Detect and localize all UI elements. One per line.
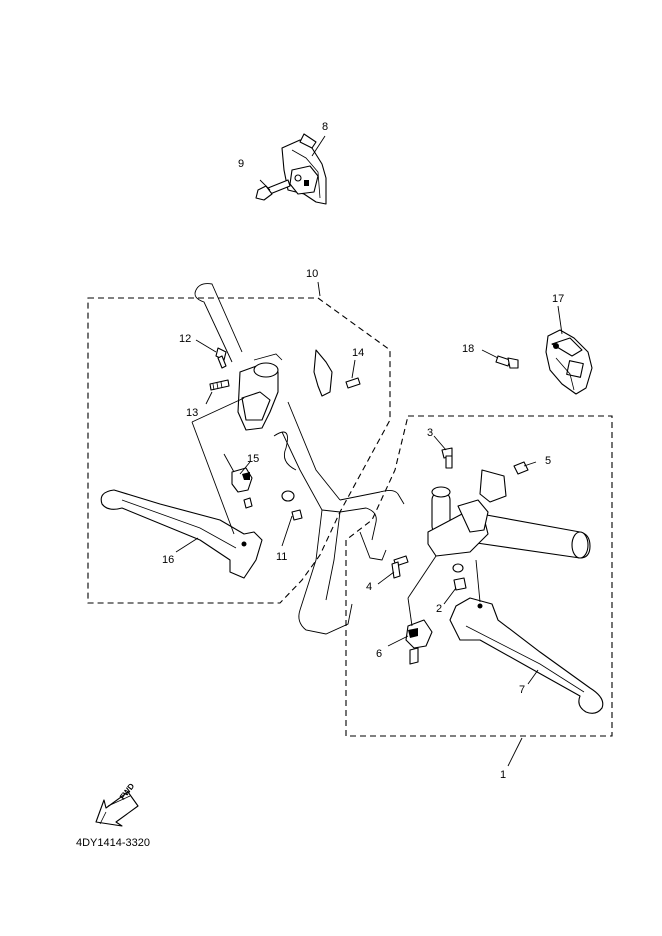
callout-15: 15: [247, 453, 259, 465]
leader-lines: [175, 135, 563, 767]
part-17-switch-housing: [545, 329, 593, 395]
part-11-washer-nut: [281, 490, 303, 521]
callout-10: 10: [306, 268, 318, 280]
part-13-bolt: [209, 379, 230, 391]
callout-5: 5: [545, 455, 551, 467]
part-16-lever: [100, 489, 263, 579]
handlebar-outline: [194, 283, 405, 635]
part-14-bracket: [313, 349, 361, 397]
callout-2: 2: [436, 603, 442, 615]
callout-16: 16: [162, 554, 174, 566]
part-15-switch: [231, 467, 253, 509]
part-2-washer-nut: [452, 563, 467, 591]
fwd-arrow-icon: [95, 791, 139, 827]
callout-11: 11: [276, 551, 287, 563]
reference-code: 4DY1414-3320: [76, 837, 151, 849]
part-9-screw: [255, 179, 291, 201]
callout-9: 9: [238, 158, 244, 170]
part-4-bolt: [391, 555, 409, 579]
callout-17: 17: [552, 293, 564, 305]
part-12-bolt: [215, 347, 227, 369]
callout-4: 4: [366, 581, 372, 593]
part-3-bolt: [441, 447, 453, 469]
callout-8: 8: [322, 121, 328, 133]
part-7-lever: [449, 597, 604, 714]
callout-18: 18: [462, 343, 474, 355]
callout-12: 12: [179, 333, 191, 345]
assembly-boundary-10: [87, 297, 391, 604]
left-lever-bracket: [237, 353, 283, 431]
callout-1: 1: [500, 769, 506, 781]
part-5-screw: [513, 461, 529, 475]
callout-13: 13: [186, 407, 198, 419]
part-18-screw: [495, 355, 519, 369]
callout-14: 14: [352, 347, 364, 359]
callout-6: 6: [376, 648, 382, 660]
callout-3: 3: [427, 427, 433, 439]
assembly-boundary-1: [345, 415, 613, 737]
right-handlebar-grip: [469, 511, 591, 559]
callout-7: 7: [519, 684, 525, 696]
part-8-switch-housing: [281, 133, 327, 205]
part-6-switch: [405, 619, 433, 665]
right-lever-bracket: [427, 469, 507, 557]
